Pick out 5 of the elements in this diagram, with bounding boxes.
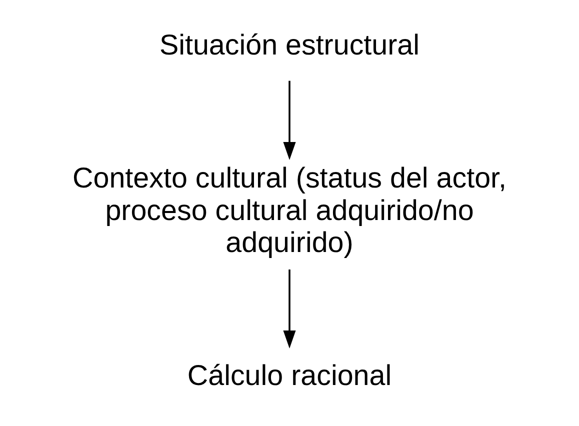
arrow xyxy=(283,80,296,160)
node-text: Contexto cultural (status del actor, proceso cultural adquirido/no adquirido) xyxy=(72,162,506,260)
arrow xyxy=(283,269,296,348)
node-text: Cálculo racional xyxy=(187,360,392,392)
node-text: Situación estructural xyxy=(159,30,420,62)
